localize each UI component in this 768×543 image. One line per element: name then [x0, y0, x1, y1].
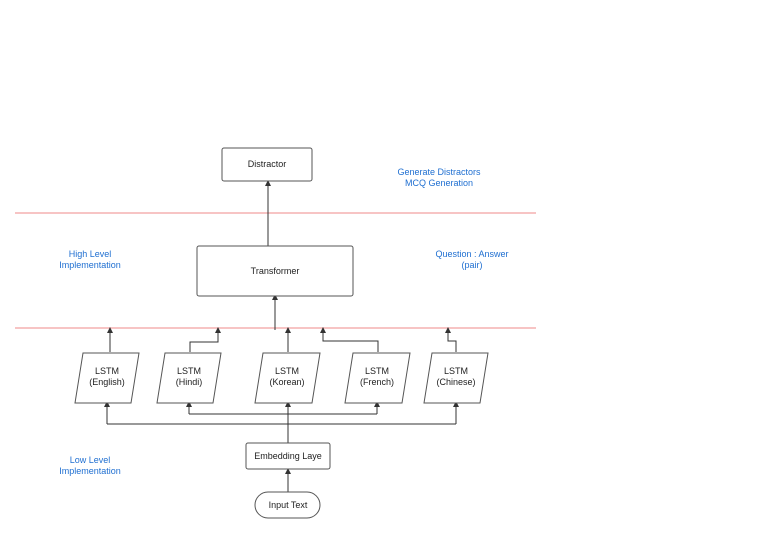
arrow-hindi-up [189, 327, 221, 352]
annotation-high-level-line1: High Level [69, 249, 112, 259]
lstm-english-line2: (English) [89, 377, 125, 387]
input-text-label: Input Text [269, 500, 308, 510]
annotation-generate-distractors-line2: MCQ Generation [405, 178, 473, 188]
lstm-english-node: LSTM (English) [74, 352, 140, 404]
lstm-chinese-line1: LSTM [444, 366, 468, 376]
lstm-korean-line1: LSTM [275, 366, 299, 376]
lstm-korean-node: LSTM (Korean) [254, 352, 321, 404]
annotation-low-level-line2: Implementation [59, 466, 121, 476]
annotation-question-answer-line2: (pair) [461, 260, 482, 270]
arrow-french-up [320, 327, 379, 352]
connectors [104, 180, 459, 492]
distractor-node: Distractor [221, 147, 313, 182]
embedding-label: Embedding Laye [254, 451, 322, 461]
annotation-generate-distractors-line1: Generate Distractors [397, 167, 481, 177]
lstm-french-node: LSTM (French) [344, 352, 411, 404]
lstm-hindi-line1: LSTM [177, 366, 201, 376]
annotation-low-level-line1: Low Level [70, 455, 111, 465]
lstm-french-line1: LSTM [365, 366, 389, 376]
lstm-french-line2: (French) [360, 377, 394, 387]
annotation-generate-distractors: Generate Distractors MCQ Generation [397, 167, 481, 188]
lstm-korean-line2: (Korean) [269, 377, 304, 387]
distractor-label: Distractor [248, 159, 287, 169]
lstm-english-line1: LSTM [95, 366, 119, 376]
annotation-high-level-line2: Implementation [59, 260, 121, 270]
lstm-hindi-line2: (Hindi) [176, 377, 203, 387]
lstm-hindi-node: LSTM (Hindi) [156, 352, 222, 404]
annotation-question-answer: Question : Answer (pair) [435, 249, 508, 270]
embedding-node: Embedding Laye [245, 442, 331, 470]
input-text-node: Input Text [254, 491, 321, 519]
annotation-low-level: Low Level Implementation [59, 455, 121, 476]
lstm-chinese-line2: (Chinese) [436, 377, 475, 387]
transformer-label: Transformer [251, 266, 300, 276]
lstm-chinese-node: LSTM (Chinese) [423, 352, 489, 404]
arrow-chinese-up [445, 327, 457, 352]
annotation-high-level: High Level Implementation [59, 249, 121, 270]
transformer-node: Transformer [196, 245, 354, 297]
annotation-question-answer-line1: Question : Answer [435, 249, 508, 259]
